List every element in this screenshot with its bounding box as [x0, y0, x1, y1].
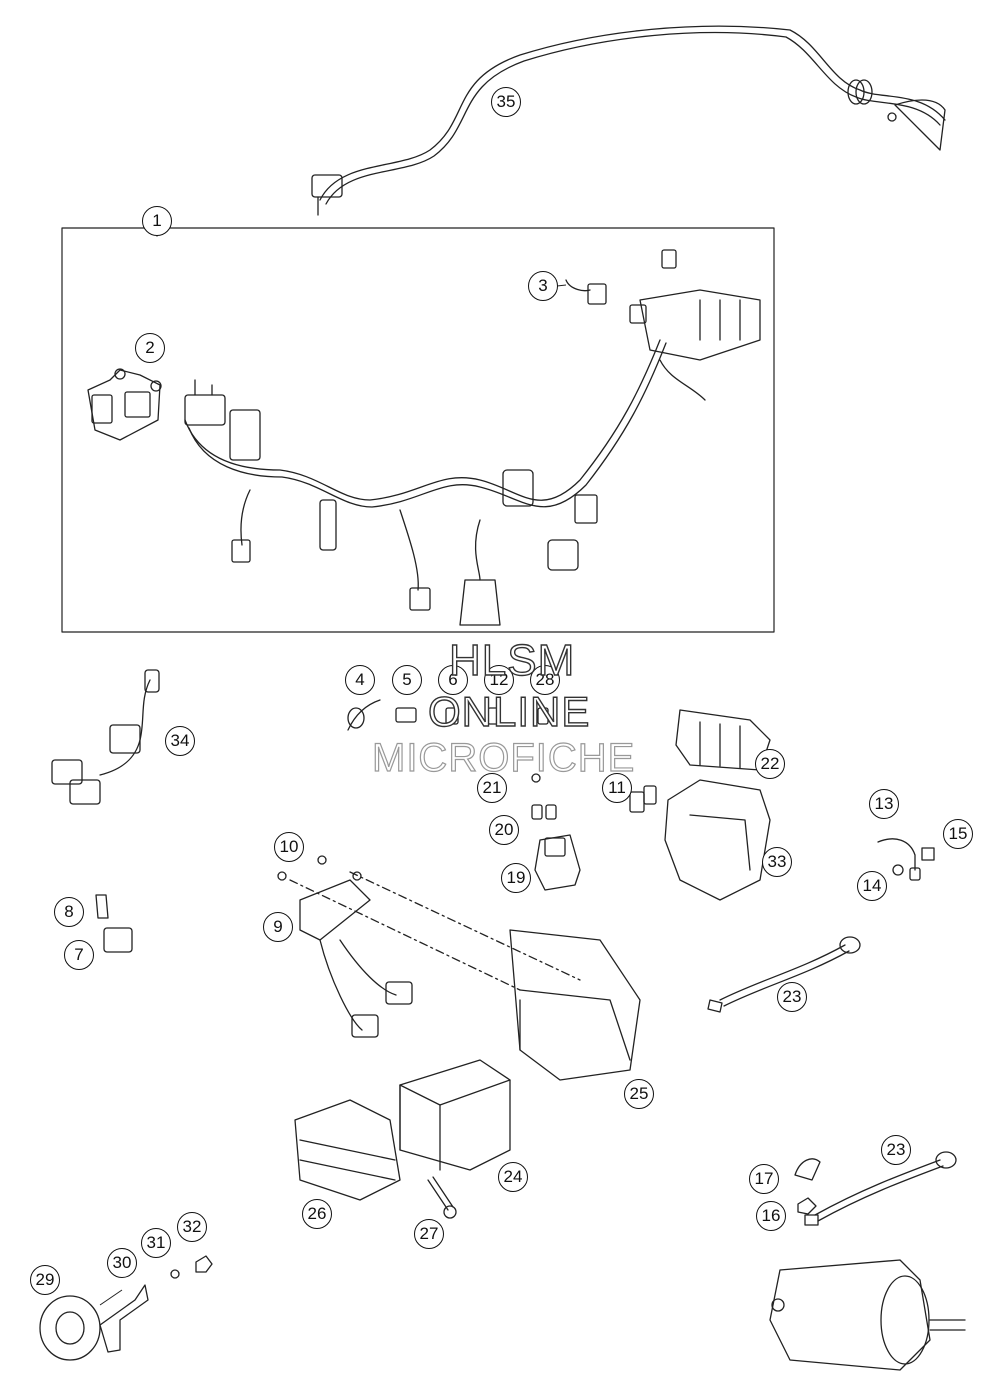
part-19-starter-relay	[534, 834, 581, 891]
callout-34[interactable]: 34	[165, 726, 195, 756]
part-35-harness-cable	[311, 25, 946, 216]
part-2-bracket	[87, 368, 162, 441]
part-27-bolt	[427, 1176, 457, 1219]
callout-19[interactable]: 19	[501, 863, 531, 893]
part-31-washer	[170, 1269, 180, 1279]
part-21-fuse	[531, 773, 541, 783]
callout-10[interactable]: 10	[274, 832, 304, 862]
part-28-fuse	[537, 707, 549, 725]
callout-21[interactable]: 21	[477, 773, 507, 803]
callout-2[interactable]: 2	[135, 333, 165, 363]
callout-1[interactable]: 1	[142, 206, 172, 236]
part-12-fuse	[487, 707, 499, 725]
part-5-clip	[395, 707, 417, 723]
callout-7[interactable]: 7	[64, 940, 94, 970]
watermark-line-2: ONLINE	[427, 687, 591, 735]
part-20-fuse-holder	[531, 804, 557, 820]
part-6-clip	[445, 707, 459, 725]
callout-30[interactable]: 30	[107, 1248, 137, 1278]
part-34-harness	[51, 669, 160, 805]
callout-27[interactable]: 27	[414, 1219, 444, 1249]
part-23-cable-upper	[707, 936, 861, 1013]
part-9-regulator	[277, 855, 413, 1038]
callout-33[interactable]: 33	[762, 847, 792, 877]
callout-22[interactable]: 22	[755, 749, 785, 779]
callout-17[interactable]: 17	[749, 1164, 779, 1194]
callout-24[interactable]: 24	[498, 1162, 528, 1192]
watermark-line-1: HLSM	[448, 635, 576, 685]
part-25-battery-box	[509, 929, 641, 1081]
callout-5[interactable]: 5	[392, 665, 422, 695]
part-29-horn	[39, 1295, 101, 1361]
callout-35[interactable]: 35	[491, 87, 521, 117]
callout-6[interactable]: 6	[438, 665, 468, 695]
callout-32[interactable]: 32	[177, 1212, 207, 1242]
part-15-screw	[921, 847, 935, 861]
part-24-battery	[399, 1059, 511, 1171]
callout-29[interactable]: 29	[30, 1265, 60, 1295]
callout-25[interactable]: 25	[624, 1079, 654, 1109]
callout-26[interactable]: 26	[302, 1199, 332, 1229]
part-16-nut	[797, 1197, 817, 1215]
part-26-cover	[294, 1099, 401, 1201]
part-32-nut	[195, 1255, 213, 1273]
callout-12[interactable]: 12	[484, 665, 514, 695]
part-1-main-harness	[184, 249, 761, 626]
callout-14[interactable]: 14	[857, 871, 887, 901]
callout-23-upper[interactable]: 23	[777, 982, 807, 1012]
part-30-bracket	[99, 1284, 149, 1353]
callout-8[interactable]: 8	[54, 897, 84, 927]
callout-13[interactable]: 13	[869, 789, 899, 819]
part-14-washer	[892, 864, 904, 876]
callout-16[interactable]: 16	[756, 1201, 786, 1231]
callout-11[interactable]: 11	[602, 773, 632, 803]
callout-23-lower[interactable]: 23	[881, 1135, 911, 1165]
callout-9[interactable]: 9	[263, 912, 293, 942]
part-3-connector	[565, 279, 607, 305]
part-11-connector	[629, 785, 657, 813]
part-7-relay	[103, 927, 133, 953]
part-17-cap	[794, 1158, 821, 1181]
part-23-cable-lower	[804, 1151, 957, 1226]
mount-line-2	[349, 871, 581, 981]
mount-line-1	[289, 879, 521, 991]
main-harness-frame	[61, 227, 775, 633]
part-4-cable-tie	[347, 699, 381, 731]
part-8-bracket	[95, 894, 109, 919]
part-13-ground-cable	[877, 838, 921, 881]
callout-31[interactable]: 31	[141, 1228, 171, 1258]
callout-28[interactable]: 28	[530, 665, 560, 695]
callout-4[interactable]: 4	[345, 665, 375, 695]
starter-motor	[769, 1259, 966, 1371]
callout-20[interactable]: 20	[489, 815, 519, 845]
callout-3[interactable]: 3	[528, 271, 558, 301]
watermark-line-3: MICROFICHE	[371, 735, 636, 780]
callout-15[interactable]: 15	[943, 819, 973, 849]
part-33-holder	[664, 779, 771, 901]
